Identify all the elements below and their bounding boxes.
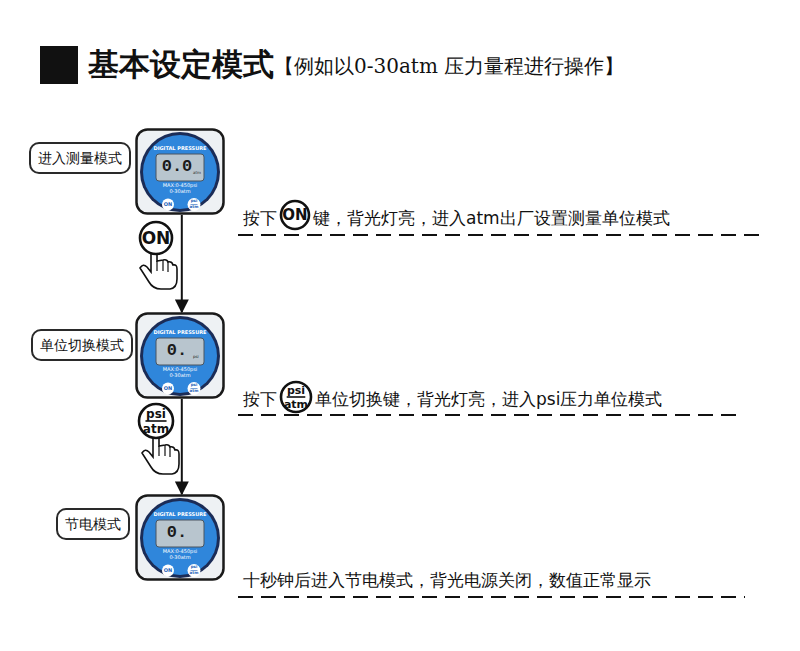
gauge-brand: DIGITAL PRESSURE [153, 512, 206, 517]
pressure-gauge: DIGITAL PRESSURE0.psiMAX:0-450psi0-30atm… [135, 312, 225, 399]
gauge-digits: 0. [167, 524, 187, 541]
step-description: 十秒钟后进入节电模式，背光电源关闭，数值正常显示 [243, 572, 651, 589]
mode-name: 节电模式 [65, 516, 121, 533]
gauge-range: 0-30atm [169, 373, 190, 378]
flow-arrow [181, 399, 183, 494]
mode-label-box: 单位切换模式 [31, 329, 133, 362]
key-name: atm [143, 423, 169, 435]
gauge-digits: 0. [167, 342, 187, 359]
gauge-atm: atm [190, 205, 199, 209]
gauge-brand: DIGITAL PRESSURE [153, 146, 206, 151]
key-name: psi [146, 408, 166, 420]
key-name: ON [142, 230, 171, 247]
key-name: ON [282, 208, 307, 223]
gauge-max: MAX:0-450psi [163, 549, 198, 554]
pointing-hand [140, 250, 177, 289]
title-square [40, 46, 78, 84]
title: 基本设定模式 [88, 47, 274, 81]
mode-name: 进入测量模式 [38, 150, 122, 167]
gauge-digits: 0.0 [162, 158, 193, 175]
step-description: 按下 [243, 210, 277, 227]
gauge-range: 0-30atm [169, 189, 190, 194]
pressure-gauge: DIGITAL PRESSURE0.0atmMAX:0-450psi0-30at… [135, 128, 225, 215]
flow-arrow [181, 215, 183, 312]
mode-label-box: 进入测量模式 [29, 142, 131, 175]
dashed-underline [238, 234, 766, 236]
gauge-on: ON [164, 568, 172, 573]
gauge-unit: atm [193, 171, 201, 175]
gauge-on: ON [164, 386, 172, 391]
mode-label-box: 节电模式 [56, 508, 130, 541]
gauge-max: MAX:0-450psi [163, 367, 198, 372]
title-row: 基本设定模式【例如以0-30atm 压力量程进行操作】 [88, 47, 624, 81]
dashed-underline [238, 414, 740, 416]
gauge-atm: atm [190, 571, 199, 575]
gauge-atm: atm [190, 389, 199, 393]
key-icon: psi atm [279, 380, 313, 414]
key-icon: ON [279, 199, 311, 231]
key-name: psi [287, 385, 305, 396]
pressure-gauge: DIGITAL PRESSURE 0. MAX:0-450psi0-30atmON p… [135, 494, 225, 581]
gauge-brand: DIGITAL PRESSURE [153, 330, 206, 335]
pointing-hand [142, 435, 179, 474]
step-description: 按下 [243, 391, 277, 408]
gauge-unit: psi [193, 355, 199, 359]
key-button: ON [138, 220, 174, 256]
gauge-max: MAX:0-450psi [163, 183, 198, 188]
step-description: 键，背光灯亮，进入atm出厂设置测量单位模式 [313, 210, 670, 227]
dashed-underline [238, 596, 745, 598]
title-note: 【例如以0-30atm 压力量程进行操作】 [274, 54, 624, 81]
mode-name: 单位切换模式 [40, 337, 124, 354]
step-description: 单位切换键，背光灯亮，进入psi压力单位模式 [315, 391, 662, 408]
key-button: psi atm [137, 402, 175, 440]
gauge-on: ON [164, 202, 172, 207]
gauge-psi: psi [191, 383, 198, 387]
gauge-psi: psi [191, 199, 198, 203]
gauge-range: 0-30atm [169, 555, 190, 560]
key-name: atm [284, 399, 308, 410]
gauge-psi: psi [191, 565, 198, 569]
